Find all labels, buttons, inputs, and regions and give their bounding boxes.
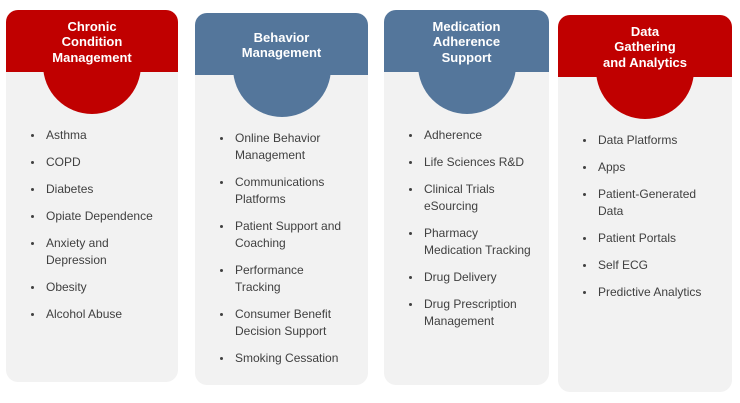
bullet-dot-icon (409, 232, 412, 235)
list-item-label: Smoking Cessation (235, 351, 339, 365)
list-item: Apps (583, 159, 716, 176)
list-item: Drug Prescription Management (409, 296, 533, 330)
list-item: Life Sciences R&D (409, 154, 533, 171)
list-item-label: Pharmacy Medication Tracking (424, 226, 531, 257)
bullet-dot-icon (31, 215, 34, 218)
list-item: Consumer Benefit Decision Support (220, 306, 352, 340)
list-item-label: Life Sciences R&D (424, 155, 525, 169)
card-title-behavior-management: Behavior Management (195, 13, 368, 75)
column-card-behavior-management: Behavior Management Online Behavior Mana… (195, 13, 368, 385)
list-item-label: Apps (598, 160, 626, 174)
list-item-label: Online Behavior Management (235, 131, 321, 162)
list-item-label: Diabetes (46, 182, 94, 196)
list-item: Obesity (31, 279, 162, 296)
list-item: Diabetes (31, 181, 162, 198)
list-item-label: Opiate Dependence (46, 209, 153, 223)
bullet-dot-icon (583, 291, 586, 294)
bullet-dot-icon (31, 134, 34, 137)
bullet-dot-icon (409, 303, 412, 306)
list-item: Anxiety and Depression (31, 235, 162, 269)
list-item-label: Consumer Benefit Decision Support (235, 307, 332, 338)
bullet-dot-icon (583, 139, 586, 142)
card-title-data-gathering-and-analytics: Data Gathering and Analytics (558, 15, 732, 77)
bullet-dot-icon (409, 161, 412, 164)
bullet-dot-icon (220, 137, 223, 140)
list-item-label: Communications Platforms (235, 175, 325, 206)
list-item: Smoking Cessation (220, 350, 352, 367)
bullet-dot-icon (31, 286, 34, 289)
bullet-dot-icon (31, 161, 34, 164)
list-item-label: Patient-Generated Data (598, 187, 697, 218)
list-item-label: Performance Tracking (235, 263, 304, 294)
list-item: Communications Platforms (220, 174, 352, 208)
list-item: Self ECG (583, 257, 716, 274)
list-item-label: Data Platforms (598, 133, 678, 147)
bullet-dot-icon (31, 313, 34, 316)
bullet-dot-icon (220, 313, 223, 316)
bullet-dot-icon (220, 269, 223, 272)
bullet-dot-icon (409, 276, 412, 279)
list-item-label: Alcohol Abuse (46, 307, 123, 321)
list-item: Patient Portals (583, 230, 716, 247)
list-item-label: Anxiety and Depression (46, 236, 109, 267)
column-card-data-gathering-and-analytics: Data Gathering and Analytics Data Platfo… (558, 15, 732, 392)
bullet-dot-icon (583, 193, 586, 196)
bullet-dot-icon (409, 134, 412, 137)
list-item: Predictive Analytics (583, 284, 716, 301)
bullet-dot-icon (220, 357, 223, 360)
bullet-dot-icon (220, 225, 223, 228)
list-item-label: Clinical Trials eSourcing (424, 182, 495, 213)
list-item: Clinical Trials eSourcing (409, 181, 533, 215)
list-item: Adherence (409, 127, 533, 144)
list-item: Performance Tracking (220, 262, 352, 296)
bullet-dot-icon (409, 188, 412, 191)
list-item-label: Drug Prescription Management (424, 297, 517, 328)
list-item: Data Platforms (583, 132, 716, 149)
list-item-label: Drug Delivery (424, 270, 497, 284)
bullet-dot-icon (31, 188, 34, 191)
list-item: Drug Delivery (409, 269, 533, 286)
list-item: Patient Support and Coaching (220, 218, 352, 252)
list-item: Asthma (31, 127, 162, 144)
list-item: Alcohol Abuse (31, 306, 162, 323)
card-title-medication-adherence-support: Medication Adherence Support (384, 10, 549, 72)
list-item: Pharmacy Medication Tracking (409, 225, 533, 259)
list-item-label: Predictive Analytics (598, 285, 702, 299)
list-item-label: Obesity (46, 280, 87, 294)
bullet-dot-icon (583, 264, 586, 267)
list-item-label: Self ECG (598, 258, 649, 272)
bullet-dot-icon (220, 181, 223, 184)
list-item: Opiate Dependence (31, 208, 162, 225)
list-item: COPD (31, 154, 162, 171)
bullet-dot-icon (31, 242, 34, 245)
list-item: Patient-Generated Data (583, 186, 716, 220)
bullet-dot-icon (583, 237, 586, 240)
list-item-label: COPD (46, 155, 81, 169)
list-item: Online Behavior Management (220, 130, 352, 164)
bullet-dot-icon (583, 166, 586, 169)
list-item-label: Asthma (46, 128, 87, 142)
list-item-label: Patient Support and Coaching (235, 219, 342, 250)
list-item-label: Adherence (424, 128, 483, 142)
list-item-label: Patient Portals (598, 231, 677, 245)
card-title-chronic-condition-management: Chronic Condition Management (6, 10, 178, 72)
